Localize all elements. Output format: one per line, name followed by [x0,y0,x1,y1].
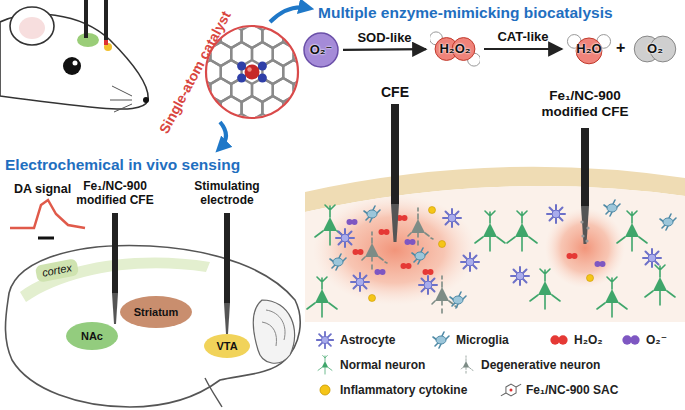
node-ell: VTA [204,334,250,358]
label-text: Fe₁/NC-900 modified CFE [542,88,629,119]
node-text: O₂ [647,42,663,57]
legend-icon [455,355,477,375]
legend-icon [620,330,642,350]
legend-icon [430,330,452,350]
node-h2o: H₂O [566,30,612,68]
label-text: CFE [381,84,409,100]
node-ell: Striatum [120,296,192,328]
legend-text: Inflammatory cytokine [340,383,467,397]
legend-icon [548,330,570,350]
legend-item: Normal neuron [314,355,425,375]
section-title: Multiple enzyme-mimicking biocatalysis [318,4,613,23]
legend-item: O₂⁻ [620,330,667,350]
legend-text: H₂O₂ [574,333,603,347]
legend-icon [314,380,336,400]
node-text: VTA [216,340,237,353]
signal-label: DA signal [14,182,71,197]
node-o2m: O₂⁻ [303,32,339,68]
legend-item: Astrocyte [314,330,395,350]
section-title: Electrochemical in vivo sensing [5,156,240,175]
node-text: H₂O₂ [439,42,470,57]
node-text: cortex [41,261,73,279]
node-text: Striatum [134,306,179,319]
legend-icon [314,330,336,350]
edge-label: CAT-like [497,29,548,45]
legend-item: Microglia [430,330,509,350]
plus-sign: + [616,38,625,57]
legend-text: Degenerative neuron [481,358,600,372]
label-text: + [616,39,625,56]
legend-item: H₂O₂ [548,330,603,350]
node-text: H₂O [576,42,601,57]
legend-item: Fe₁/NC-900 SAC [500,380,618,400]
electrode-label: Fe₁/NC-900 modified CFE [65,179,165,208]
legend-text: Astrocyte [340,333,395,347]
electrode-label: Stimulating electrode [182,179,272,208]
reaction-arrow [343,48,426,51]
legend-text: Microglia [456,333,509,347]
legend-text: Normal neuron [340,358,425,372]
legend-icon [500,380,522,400]
legend-text: Fe₁/NC-900 SAC [526,383,618,397]
label-text: Stimulating electrode [194,179,259,207]
label-text: Electrochemical in vivo sensing [5,156,240,173]
superoxide-sphere [304,33,338,67]
node-text: O₂⁻ [310,43,333,58]
reaction-arrow [484,48,562,50]
legend-text: O₂⁻ [646,333,667,347]
legend-icon [314,355,336,375]
electrode-label: Fe₁/NC-900 modified CFE [529,88,641,120]
node-o2: O₂ [632,32,678,66]
node-text: NAc [81,330,103,343]
label-text: Fe₁/NC-900 modified CFE [76,179,153,207]
edge-label: SOD-like [357,30,411,46]
label-text: DA signal [14,182,71,196]
electrode-label: CFE [381,84,409,101]
node-h2o2: H₂O₂ [430,30,480,68]
node-ell: NAc [66,322,118,350]
oxygen-atom [576,38,602,64]
label-text: Multiple enzyme-mimicking biocatalysis [318,4,613,21]
legend-item: Degenerative neuron [455,355,600,375]
legend-item: Inflammatory cytokine [314,380,467,400]
